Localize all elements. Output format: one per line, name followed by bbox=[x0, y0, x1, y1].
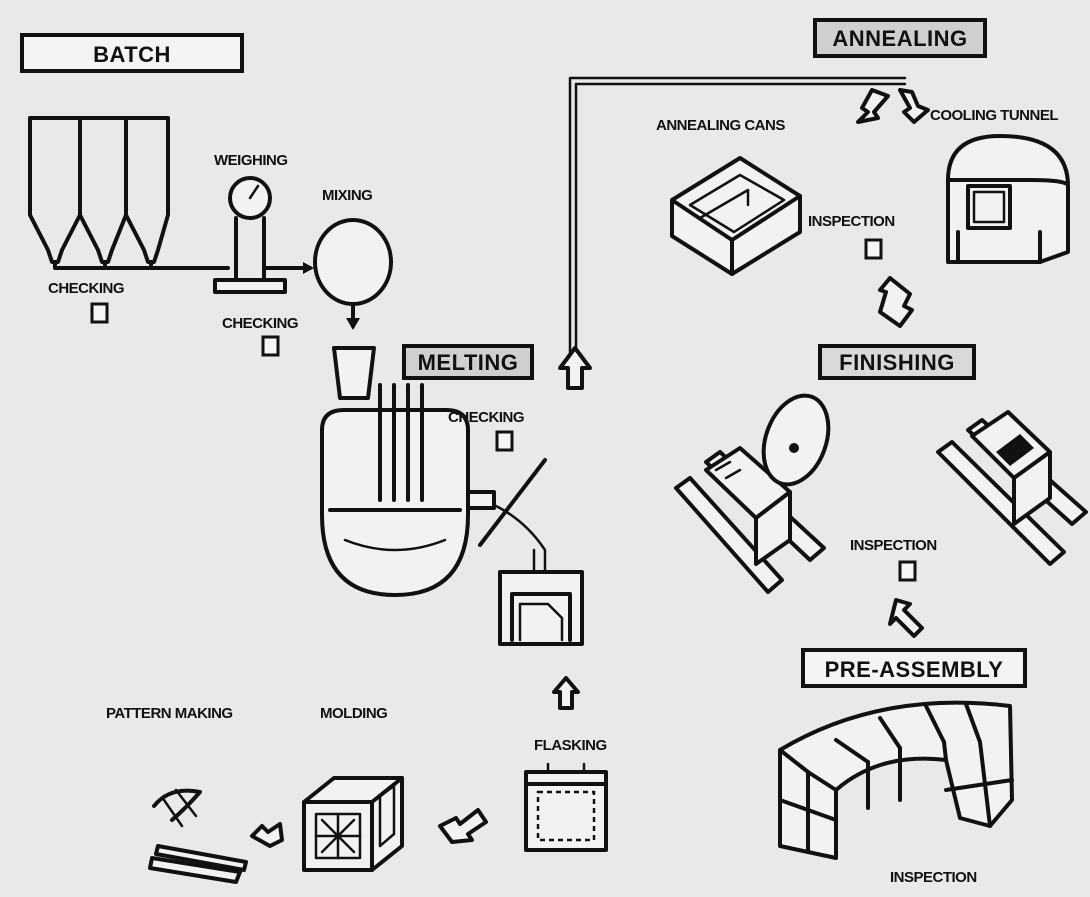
inspection-finishing-icon bbox=[900, 562, 915, 580]
annealing-heading: ANNEALING bbox=[832, 26, 967, 51]
arrow-flasking-to-casting-icon bbox=[554, 678, 578, 708]
pattern-making-tools-icon bbox=[150, 790, 246, 882]
grinding-machine-icon bbox=[938, 412, 1086, 564]
charging-hopper-icon bbox=[334, 348, 374, 398]
finishing-heading: FINISHING bbox=[839, 350, 955, 375]
mixer-icon bbox=[264, 220, 391, 330]
arrow-pattern-to-molding-icon bbox=[252, 824, 282, 846]
arrow-annealing-to-finishing-icon bbox=[880, 278, 912, 326]
flask-icon bbox=[526, 764, 606, 850]
checking-mixer-icon bbox=[263, 337, 278, 355]
batch-silos-icon bbox=[30, 118, 228, 268]
inspection-finishing-label: INSPECTION bbox=[850, 537, 937, 554]
annealing-cans-label: ANNEALING CANS bbox=[656, 117, 785, 134]
inspection-annealing-label: INSPECTION bbox=[808, 213, 895, 230]
batch-section: BATCH CHECKING WEIGHING MIXING bbox=[22, 35, 391, 355]
molding-label: MOLDING bbox=[320, 705, 387, 722]
mixing-label: MIXING bbox=[322, 187, 372, 204]
checking-batch-icon bbox=[92, 304, 107, 322]
arrow-molding-to-flasking-icon bbox=[440, 810, 486, 842]
checking-batch-label: CHECKING bbox=[48, 280, 124, 297]
weighing-label: WEIGHING bbox=[214, 152, 288, 169]
inspection-annealing-icon bbox=[866, 240, 881, 258]
pattern-making-label: PATTERN MAKING bbox=[106, 705, 233, 722]
flasking-label: FLASKING bbox=[534, 737, 607, 754]
melting-heading: MELTING bbox=[418, 350, 519, 375]
inspection-bottom-label: INSPECTION bbox=[890, 869, 977, 886]
mould-making-section: PATTERN MAKING MOLDING FLASKING bbox=[106, 705, 607, 882]
annealing-section: ANNEALING ANNEALING CANS COOLING TUNNEL … bbox=[656, 20, 1068, 326]
molding-cube-icon bbox=[304, 778, 402, 870]
checking-melting-label: CHECKING bbox=[448, 409, 524, 426]
cutting-saw-machine-icon bbox=[676, 387, 840, 592]
finishing-section: FINISHING INSPECTION bbox=[676, 346, 1086, 636]
pre-assembly-heading: PRE-ASSEMBLY bbox=[825, 657, 1004, 682]
annealing-can-icon bbox=[672, 158, 800, 274]
pre-assembly-section: PRE-ASSEMBLY INSPECTION bbox=[780, 650, 1025, 886]
cooling-tunnel-icon bbox=[948, 136, 1068, 262]
casting-mould-icon bbox=[500, 572, 582, 644]
cooling-tunnel-label: COOLING TUNNEL bbox=[930, 107, 1058, 124]
checking-mixer-label: CHECKING bbox=[222, 315, 298, 332]
arrow-finishing-to-preassembly-icon bbox=[890, 600, 922, 636]
batch-heading: BATCH bbox=[93, 42, 171, 67]
assembled-blocks-icon bbox=[780, 703, 1012, 858]
checking-melting-icon bbox=[497, 432, 512, 450]
weighing-scale-icon bbox=[215, 178, 285, 292]
melting-section: MELTING CHECKING bbox=[322, 346, 582, 708]
